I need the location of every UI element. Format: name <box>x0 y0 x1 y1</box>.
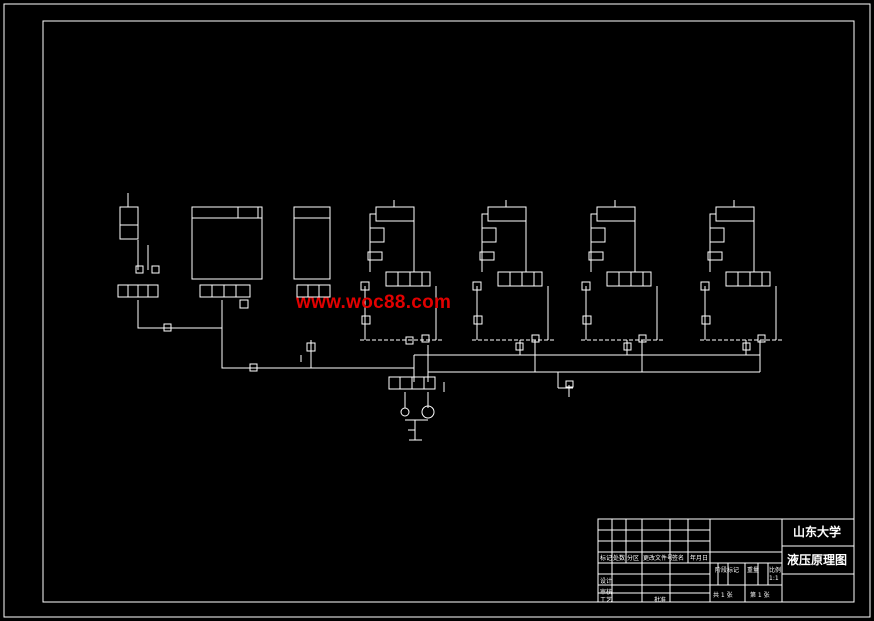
tb-date: 年月日 <box>690 555 709 562</box>
tb-sign: 签名 <box>672 555 685 562</box>
tb-stage: 阶段标记 <box>715 567 740 574</box>
outer-border <box>3 3 871 618</box>
tb-count: 处数 <box>613 555 626 562</box>
tb-design: 设计 <box>600 578 613 585</box>
school-name: 山东大学 <box>792 525 841 539</box>
tb-zone: 分区 <box>627 555 640 562</box>
cylinder-circuit-1 <box>360 200 442 345</box>
cylinder-circuit-4 <box>700 200 782 351</box>
tb-mark: 标记 <box>600 555 613 562</box>
tb-sheet-no: 第 1 张 <box>750 592 770 599</box>
actuator-3 <box>293 206 331 352</box>
pump-group <box>388 376 574 441</box>
tb-doc: 更改文件号 <box>643 555 674 562</box>
actuator-2 <box>191 206 263 372</box>
main-pipelines <box>137 300 761 440</box>
drawing-title: 液压原理图 <box>786 553 847 567</box>
tb-check: 审核 <box>600 589 613 596</box>
tb-process: 工艺 <box>600 597 613 604</box>
tb-approve: 批准 <box>654 597 667 604</box>
inner-border <box>42 20 855 603</box>
actuator-1 <box>117 193 172 332</box>
tb-ratio: 比例 <box>769 567 782 574</box>
tb-weight: 重量 <box>747 567 760 574</box>
cylinder-circuit-2 <box>472 200 554 351</box>
tb-total-sheets: 共 1 张 <box>713 592 733 599</box>
watermark-text: www.woc88.com <box>296 292 452 313</box>
cylinder-circuit-3 <box>581 200 663 351</box>
title-block-grid <box>597 518 855 603</box>
tb-scale: 1:1 <box>769 575 779 582</box>
